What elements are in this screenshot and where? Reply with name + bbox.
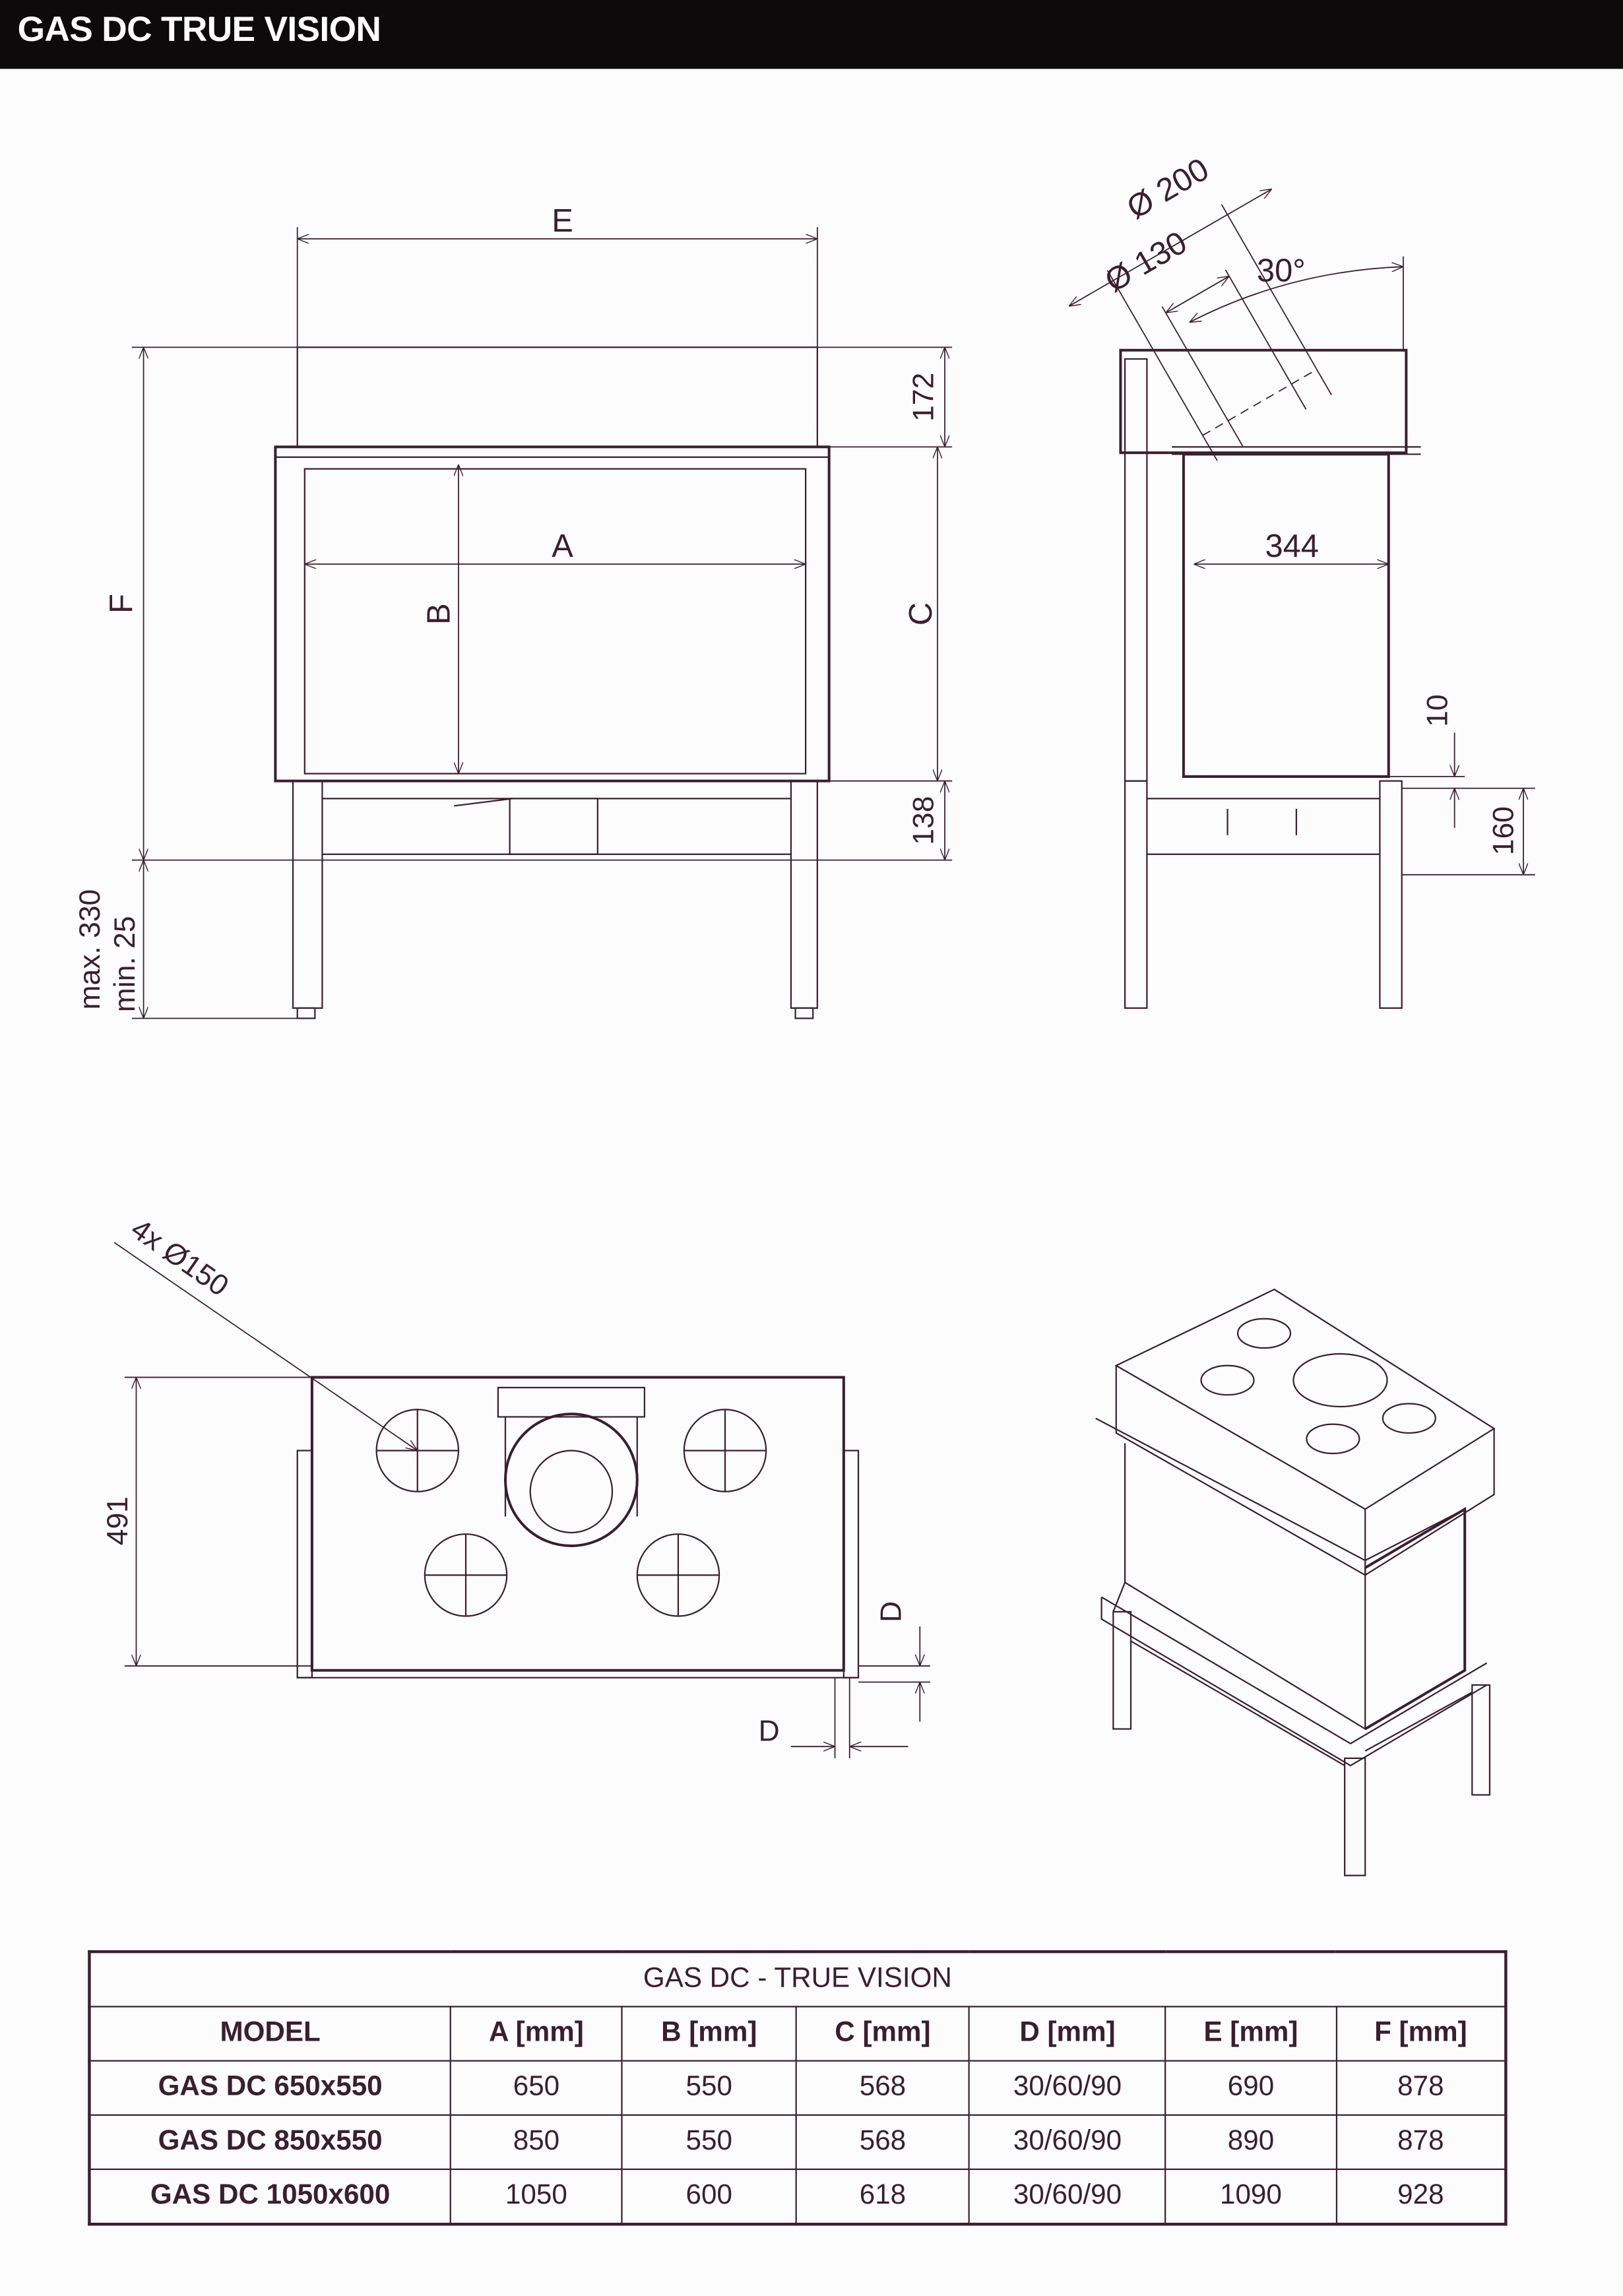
side-view: Ø 200 Ø 130 30° 344 10 160 xyxy=(1063,151,1535,1009)
model-cell: GAS DC 1050x600 xyxy=(88,2168,451,2225)
dim-label-a: A xyxy=(552,528,573,564)
dim-label-d-vertical: D xyxy=(875,1601,907,1622)
model-cell: GAS DC 850x550 xyxy=(88,2114,451,2171)
dim-label-491: 491 xyxy=(102,1496,134,1545)
air-hole xyxy=(424,1533,508,1617)
table-cell: 30/60/90 xyxy=(969,2168,1166,2225)
flue-diameter-200: Ø 200 xyxy=(1121,151,1215,226)
flue-collar xyxy=(503,1413,639,1547)
table-cell: 890 xyxy=(1164,2114,1337,2171)
max-height-label: max. 330 xyxy=(74,889,106,1010)
column-header: C [mm] xyxy=(795,2006,971,2062)
column-header: B [mm] xyxy=(621,2006,797,2062)
air-hole xyxy=(683,1409,767,1492)
column-header: E [mm] xyxy=(1164,2006,1337,2062)
table-cell: 600 xyxy=(621,2168,797,2225)
table-cell: 30/60/90 xyxy=(969,2060,1166,2116)
min-height-label: min. 25 xyxy=(109,916,141,1012)
column-header: MODEL xyxy=(88,2006,451,2062)
table-cell: 30/60/90 xyxy=(969,2114,1166,2171)
dim-label-c: C xyxy=(903,602,939,625)
dim-label-138: 138 xyxy=(907,796,939,845)
table-cell: 928 xyxy=(1335,2168,1507,2225)
table-cell: 878 xyxy=(1335,2060,1507,2116)
plan-view: 4x Ø150 491 D D xyxy=(102,1213,930,1758)
air-hole xyxy=(636,1533,720,1617)
isometric-view xyxy=(1095,1289,1496,1876)
table-cell: 550 xyxy=(621,2060,797,2116)
table-cell: 568 xyxy=(795,2060,971,2116)
dim-label-f: F xyxy=(104,594,139,614)
dim-label-344: 344 xyxy=(1265,528,1318,564)
front-view: E F max. 330 min. 25 172 C 138 A B xyxy=(74,203,953,1019)
table-cell: 1050 xyxy=(449,2168,623,2225)
flue-angle: 30° xyxy=(1257,253,1306,288)
dim-label-160: 160 xyxy=(1487,806,1519,855)
table-header-row: MODEL A [mm] B [mm] C [mm] D [mm] E [mm]… xyxy=(88,2006,1507,2062)
table-title: GAS DC - TRUE VISION xyxy=(88,1951,1507,2008)
table-cell: 618 xyxy=(795,2168,971,2225)
flue-diameter-130: Ø 130 xyxy=(1099,224,1193,299)
dim-label-e: E xyxy=(552,203,573,239)
dimensions-table: GAS DC - TRUE VISION MODEL A [mm] B [mm]… xyxy=(88,1950,1508,2226)
table-row: GAS DC 850x550 850 550 568 30/60/90 890 … xyxy=(88,2114,1507,2171)
column-header: A [mm] xyxy=(449,2006,623,2062)
header-bar: GAS DC TRUE VISION xyxy=(0,0,1623,69)
dim-label-d-horizontal: D xyxy=(759,1715,780,1747)
table-cell: 650 xyxy=(449,2060,623,2116)
model-cell: GAS DC 650x550 xyxy=(88,2060,451,2116)
table-cell: 690 xyxy=(1164,2060,1337,2116)
holes-label: 4x Ø150 xyxy=(125,1213,235,1302)
page-title: GAS DC TRUE VISION xyxy=(17,10,381,50)
column-header: F [mm] xyxy=(1335,2006,1507,2062)
dim-label-b: B xyxy=(422,603,457,625)
column-header: D [mm] xyxy=(969,2006,1166,2062)
dim-label-172: 172 xyxy=(907,373,939,422)
table-cell: 878 xyxy=(1335,2114,1507,2171)
table-cell: 568 xyxy=(795,2114,971,2171)
table-row: GAS DC 1050x600 1050 600 618 30/60/90 10… xyxy=(88,2168,1507,2225)
table-cell: 850 xyxy=(449,2114,623,2171)
dim-label-10: 10 xyxy=(1422,694,1454,726)
table-cell: 1090 xyxy=(1164,2168,1337,2225)
table-row: GAS DC 650x550 650 550 568 30/60/90 690 … xyxy=(88,2060,1507,2116)
table-cell: 550 xyxy=(621,2114,797,2171)
